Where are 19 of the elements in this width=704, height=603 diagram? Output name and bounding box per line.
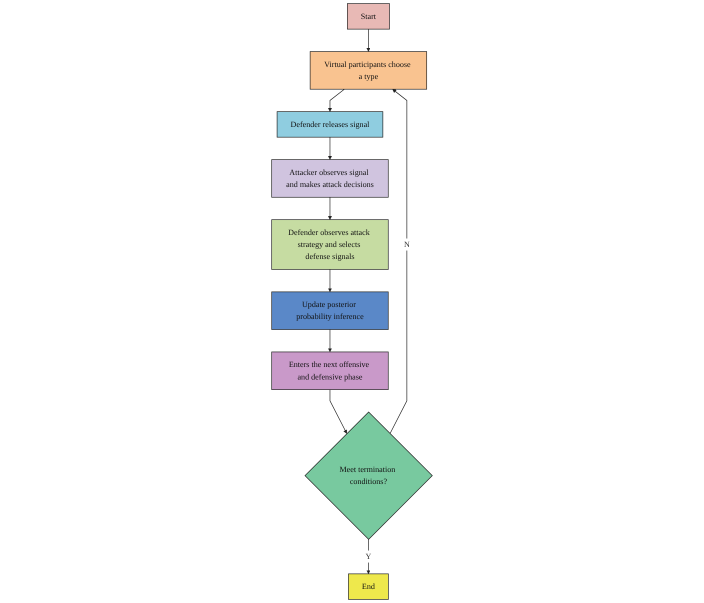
arrow: [330, 389, 347, 434]
node-box: Start: [347, 3, 390, 30]
node-box: Virtual participants choose a type: [310, 51, 428, 90]
edge-label: Y: [366, 552, 372, 561]
arrow: [328, 136, 332, 160]
node-box: End: [348, 574, 389, 600]
arrow: [328, 269, 332, 292]
node-box: Enters the next offensive and defensive phase: [271, 352, 389, 390]
node-diamond: Meet termination conditions?: [304, 412, 433, 540]
arrow: [390, 89, 408, 434]
arrow: [328, 196, 332, 220]
edge-label: N: [404, 240, 410, 249]
node-box: Defender observes attack strategy and selects defense signals: [271, 219, 389, 270]
arrow: [366, 28, 370, 52]
arrow: [328, 329, 332, 352]
node-box: Update posterior probability inference: [271, 292, 389, 330]
arrow: [328, 88, 345, 112]
node-box: Attacker observes signal and makes attack decisions: [271, 159, 389, 198]
node-box: Defender releases signal: [276, 111, 384, 138]
